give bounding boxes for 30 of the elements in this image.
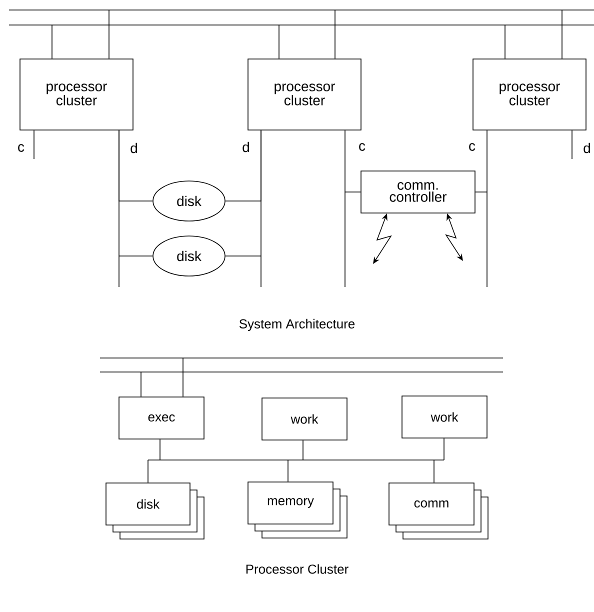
bus-line (8, 24, 594, 26)
stacked-box: comm (388, 482, 488, 540)
stub-line (108, 10, 110, 59)
stub-line (278, 24, 280, 59)
stacked-box: memory (248, 482, 348, 538)
stub-line (504, 24, 506, 59)
stub-line (140, 372, 142, 397)
port-label: c (469, 143, 476, 151)
processor-box: processor cluster (472, 58, 586, 130)
module-box: work (402, 396, 488, 438)
stub-line (302, 440, 304, 460)
caption: Processor Cluster (246, 564, 348, 574)
module-box: exec (118, 396, 204, 440)
stub-line (344, 130, 361, 288)
stub-line (182, 358, 184, 397)
stub-line (475, 130, 488, 288)
port-label: d (130, 142, 137, 154)
caption: System Architecture (239, 318, 355, 332)
processor-box: processor cluster (248, 58, 362, 130)
stacked-box: disk (106, 482, 204, 540)
port-label: c (359, 143, 366, 151)
stub-line (225, 130, 262, 288)
controller-box: comm. controller (360, 170, 476, 214)
module-box: work (262, 398, 348, 440)
port-label: d (242, 142, 249, 152)
port-label: d (584, 142, 590, 154)
stub-line (118, 130, 153, 288)
port-label: c (18, 144, 24, 152)
processor-box: processor cluster (20, 58, 134, 130)
stub-line (334, 10, 336, 59)
